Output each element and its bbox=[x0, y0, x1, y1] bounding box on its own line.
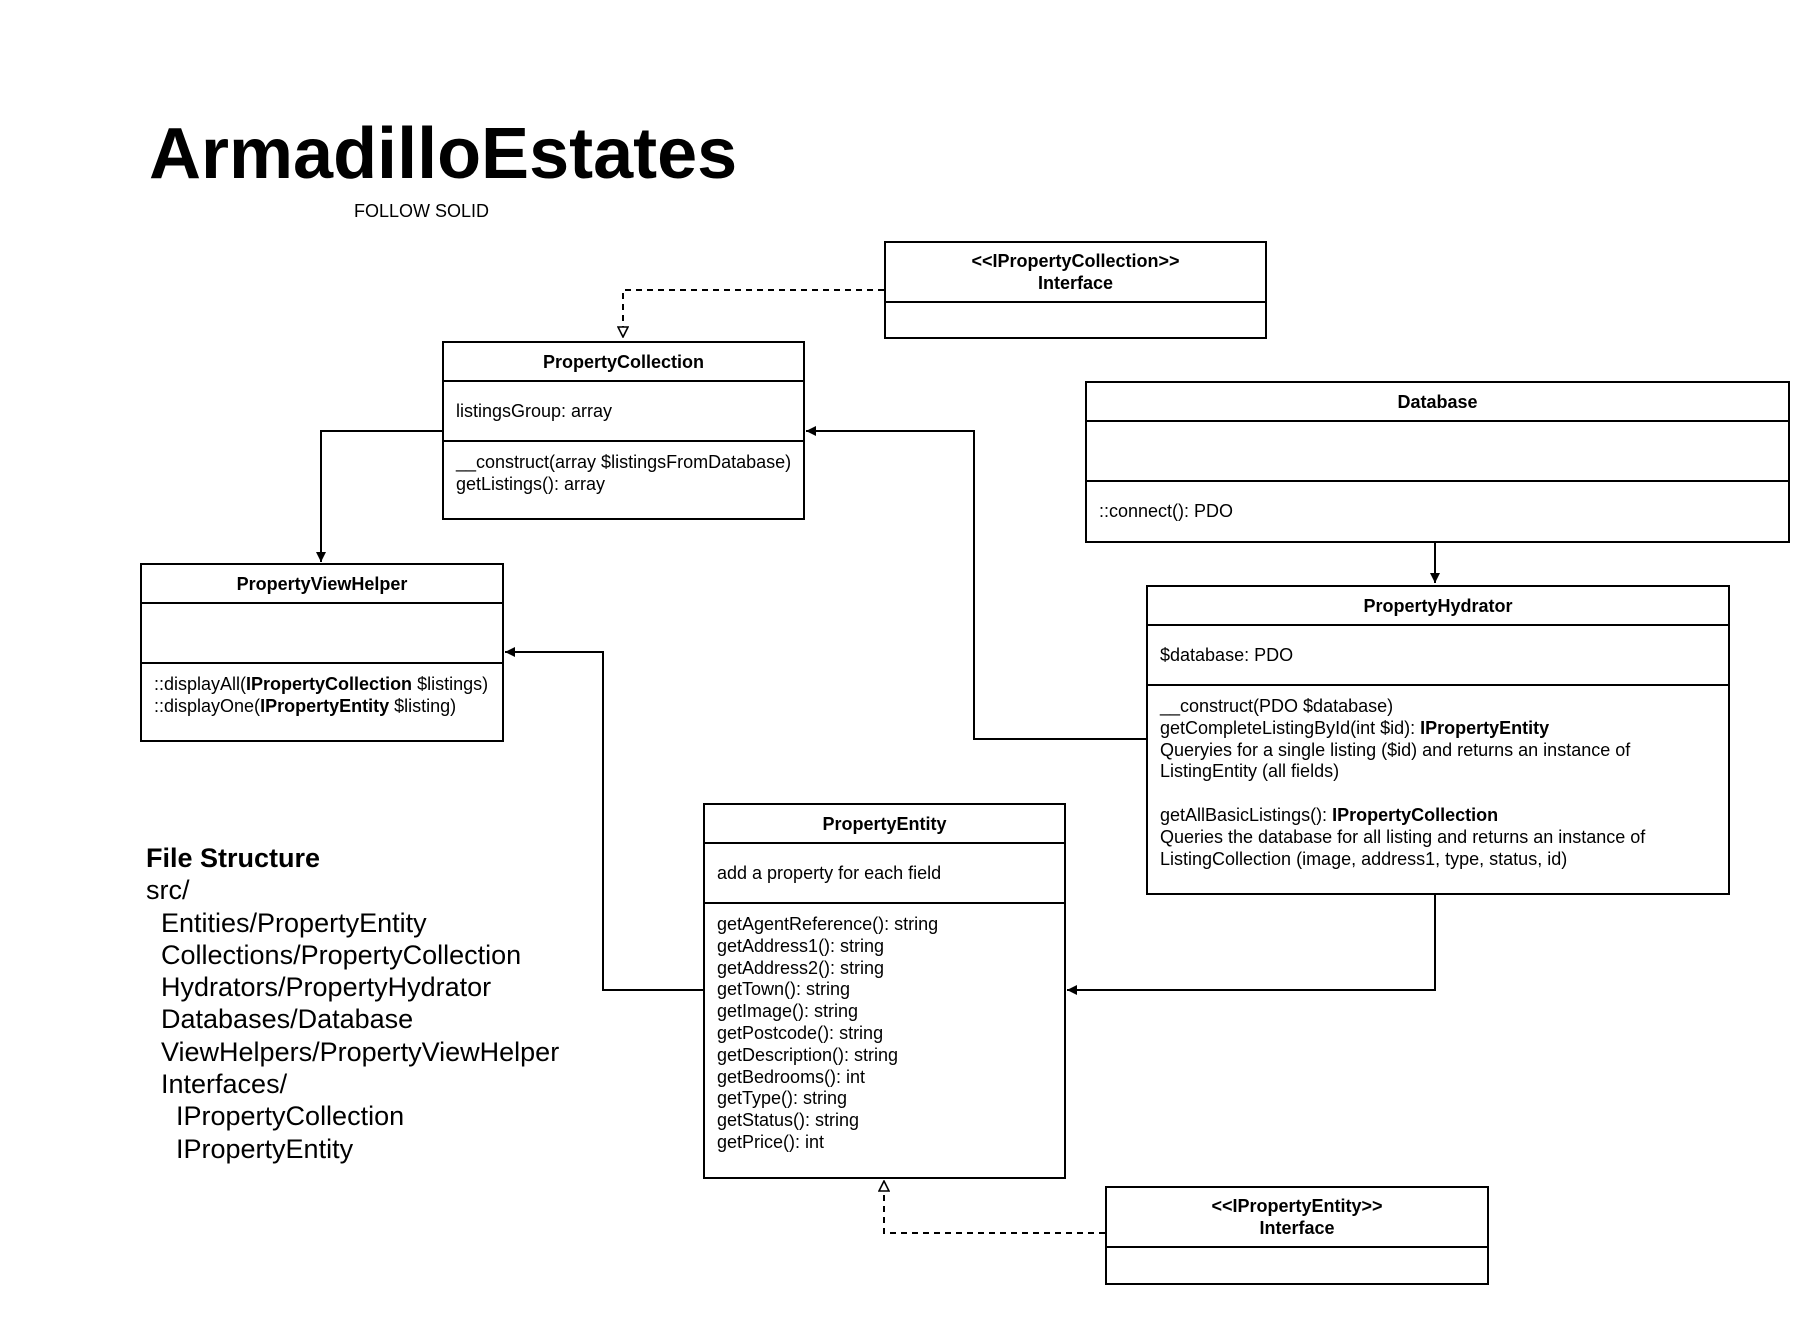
method-description: Queryies for a single listing ($id) and … bbox=[1160, 739, 1631, 760]
file-structure-line: Interfaces/ bbox=[146, 1069, 288, 1100]
class-propertyentity-name: PropertyEntity bbox=[822, 813, 947, 834]
file-structure-heading: File Structure bbox=[146, 843, 321, 873]
class-propertyviewhelper-name: PropertyViewHelper bbox=[236, 573, 408, 594]
diagram-subtitle: FOLLOW SOLID bbox=[354, 201, 490, 221]
association-hydrator-to-propertycollection bbox=[806, 426, 1146, 740]
class-propertyhydrator-header: PropertyHydrator bbox=[1148, 587, 1728, 626]
file-structure-line: IPropertyCollection bbox=[146, 1101, 405, 1132]
class-propertycollection-attributes: listingsGroup: array bbox=[444, 382, 803, 442]
method: getListings(): array bbox=[456, 473, 606, 494]
method: getPostcode(): string bbox=[717, 1022, 884, 1043]
class-ipropertyentity-body bbox=[1107, 1248, 1487, 1283]
class-ipropertycollection-stereotype: <<IPropertyCollection>> bbox=[971, 251, 1180, 271]
method-description: ListingEntity (all fields) bbox=[1160, 761, 1340, 782]
class-propertycollection-methods: __construct(array $listingsFromDatabase)… bbox=[444, 442, 803, 518]
class-propertyviewhelper-attributes bbox=[142, 604, 502, 664]
association-propertycollection-to-viewhelper bbox=[316, 430, 442, 562]
class-ipropertyentity: <<IPropertyEntity>> Interface bbox=[1105, 1186, 1489, 1285]
class-propertyentity-methods: getAgentReference(): string getAddress1(… bbox=[705, 904, 1064, 1177]
class-propertycollection: PropertyCollection listingsGroup: array … bbox=[442, 341, 805, 520]
class-propertyentity-header: PropertyEntity bbox=[705, 805, 1064, 844]
method-type: IPropertyEntity bbox=[1420, 717, 1550, 738]
class-ipropertyentity-stereotype: <<IPropertyEntity>> bbox=[1211, 1196, 1383, 1216]
method-text: ::displayOne( bbox=[154, 695, 261, 716]
class-ipropertycollection-body bbox=[886, 303, 1265, 337]
class-database-name: Database bbox=[1397, 391, 1478, 412]
method: __construct(PDO $database) bbox=[1160, 696, 1394, 716]
class-database-header: Database bbox=[1087, 383, 1788, 422]
method: getStatus(): string bbox=[717, 1110, 860, 1131]
method-text: ::displayAll( bbox=[154, 674, 247, 694]
method-text: $listings) bbox=[412, 674, 489, 694]
class-propertycollection-header: PropertyCollection bbox=[444, 343, 803, 382]
attribute: $database: PDO bbox=[1160, 645, 1294, 665]
class-propertyviewhelper-methods: ::displayAll(IPropertyCollection $listin… bbox=[142, 664, 502, 740]
class-database-attributes bbox=[1087, 422, 1788, 482]
method: getTown(): string bbox=[717, 979, 851, 1000]
method: getPrice(): int bbox=[717, 1131, 825, 1152]
file-structure-line: Databases/Database bbox=[146, 1004, 414, 1035]
method: getDescription(): string bbox=[717, 1044, 899, 1065]
class-propertyhydrator-methods: __construct(PDO $database) getCompleteLi… bbox=[1148, 686, 1728, 893]
method: __construct(array $listingsFromDatabase) bbox=[456, 452, 792, 472]
method-type: IPropertyCollection bbox=[1332, 804, 1499, 825]
file-structure-line: ViewHelpers/PropertyViewHelper bbox=[146, 1036, 560, 1067]
file-structure: File Structure src/ Entities/PropertyEnt… bbox=[146, 842, 559, 1165]
association-hydrator-to-propertyentity bbox=[1067, 894, 1436, 995]
method-description: ListingCollection (image, address1, type… bbox=[1160, 848, 1568, 869]
class-database-methods: ::connect(): PDO bbox=[1087, 482, 1788, 541]
file-structure-line: src/ bbox=[146, 875, 190, 906]
method: ::displayOne(IPropertyEntity $listing) bbox=[154, 696, 490, 718]
class-propertyviewhelper-header: PropertyViewHelper bbox=[142, 565, 502, 604]
class-propertyhydrator: PropertyHydrator $database: PDO __constr… bbox=[1146, 585, 1730, 895]
class-ipropertycollection-header: <<IPropertyCollection>> Interface bbox=[886, 243, 1265, 303]
class-database: Database ::connect(): PDO bbox=[1085, 381, 1790, 543]
class-propertyhydrator-name: PropertyHydrator bbox=[1363, 595, 1513, 616]
method: getAgentReference(): string bbox=[717, 914, 939, 934]
class-propertycollection-name: PropertyCollection bbox=[542, 351, 705, 372]
class-propertyentity-attributes: add a property for each field bbox=[705, 844, 1064, 904]
class-ipropertycollection: <<IPropertyCollection>> Interface bbox=[884, 241, 1267, 339]
method: getAllBasicListings(): IPropertyCollecti… bbox=[1160, 805, 1716, 827]
method-text: $listing) bbox=[389, 695, 457, 716]
class-ipropertyentity-header: <<IPropertyEntity>> Interface bbox=[1107, 1188, 1487, 1248]
file-structure-line: IPropertyEntity bbox=[146, 1133, 354, 1164]
attribute: listingsGroup: array bbox=[456, 401, 613, 421]
method: getAddress2(): string bbox=[717, 957, 885, 978]
file-structure-line: Hydrators/PropertyHydrator bbox=[146, 972, 492, 1003]
file-structure-line: Entities/PropertyEntity bbox=[146, 907, 427, 938]
method: ::displayAll(IPropertyCollection $listin… bbox=[154, 674, 490, 696]
method-type: IPropertyCollection bbox=[246, 674, 413, 694]
method: getAddress1(): string bbox=[717, 935, 885, 956]
class-propertyviewhelper: PropertyViewHelper ::displayAll(IPropert… bbox=[140, 563, 504, 742]
method: getBedrooms(): int bbox=[717, 1066, 866, 1087]
method: getCompleteListingById(int $id): IProper… bbox=[1160, 718, 1716, 740]
realization-ipropertyentity-to-propertyentity bbox=[884, 1181, 1105, 1234]
method: getImage(): string bbox=[717, 1001, 859, 1022]
realization-ipropertycollection-to-propertycollection bbox=[623, 289, 884, 337]
class-propertyhydrator-attributes: $database: PDO bbox=[1148, 626, 1728, 686]
file-structure-line: Collections/PropertyCollection bbox=[146, 939, 522, 970]
diagram-title: ArmadilloEstates bbox=[149, 114, 738, 194]
class-ipropertycollection-kind: Interface bbox=[1037, 273, 1114, 293]
association-propertyentity-to-viewhelper bbox=[505, 647, 703, 991]
method-description: Queries the database for all listing and… bbox=[1160, 826, 1646, 847]
method-text: getAllBasicListings(): bbox=[1160, 804, 1333, 825]
method: ::connect(): PDO bbox=[1099, 500, 1234, 521]
blank-line bbox=[1160, 783, 1716, 805]
method-type: IPropertyEntity bbox=[260, 695, 390, 716]
class-propertyentity: PropertyEntity add a property for each f… bbox=[703, 803, 1066, 1179]
method: getType(): string bbox=[717, 1088, 848, 1109]
method-text: getCompleteListingById(int $id): bbox=[1160, 717, 1421, 738]
class-ipropertyentity-kind: Interface bbox=[1259, 1218, 1335, 1238]
attribute: add a property for each field bbox=[717, 863, 942, 883]
